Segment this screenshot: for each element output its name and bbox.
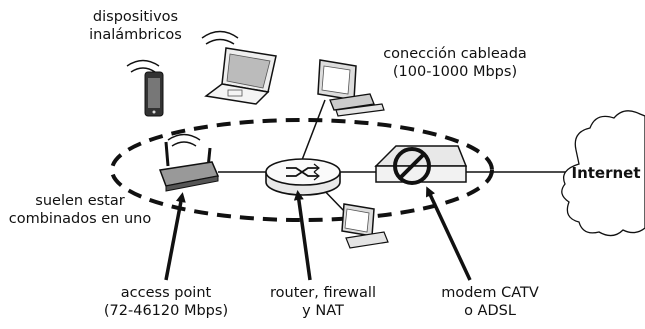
desktop-top-icon <box>317 59 385 117</box>
arrow-modem <box>426 186 472 281</box>
internet-cloud-icon <box>561 110 645 237</box>
wired-connection-line-2: (100-1000 Mbps) <box>392 64 518 80</box>
access-point-icon <box>158 133 220 192</box>
router-icon <box>265 158 341 196</box>
router-line-1: router, firewall <box>270 285 376 301</box>
modem-line-1: modem CATV <box>441 285 539 301</box>
home-network-boundary <box>110 118 494 222</box>
internet-label: Internet <box>571 164 641 182</box>
wired-connection-label: conección cableada (100-1000 Mbps) <box>375 45 535 81</box>
link-router-desktop-top <box>301 99 326 161</box>
wireless-devices-line-2: inalámbricos <box>89 27 182 43</box>
wireless-devices-line-1: dispositivos <box>92 9 179 25</box>
arrow-router <box>293 190 312 281</box>
arrow-access-point <box>164 192 186 281</box>
router-label: router, firewall y NAT <box>258 284 388 320</box>
wireless-devices-label: dispositivos inalámbricos <box>68 8 203 44</box>
access-point-label: access point (72-46120 Mbps) <box>96 284 236 320</box>
laptop-icon <box>201 30 277 105</box>
modem-line-2: o ADSL <box>464 303 516 319</box>
combined-label: suelen estar combinados en uno <box>0 192 160 228</box>
wired-connection-line-1: conección cableada <box>383 46 527 62</box>
smartphone-icon <box>126 59 164 117</box>
combined-line-1: suelen estar <box>35 193 125 209</box>
desktop-bottom-icon <box>341 203 389 249</box>
router-line-2: y NAT <box>302 303 344 319</box>
access-point-line-1: access point <box>120 285 212 301</box>
access-point-line-2: (72-46120 Mbps) <box>103 303 229 319</box>
combined-line-2: combinados en uno <box>8 211 152 227</box>
modem-label: modem CATV o ADSL <box>430 284 550 320</box>
annotation-arrows <box>164 186 472 281</box>
modem-icon <box>374 145 468 185</box>
